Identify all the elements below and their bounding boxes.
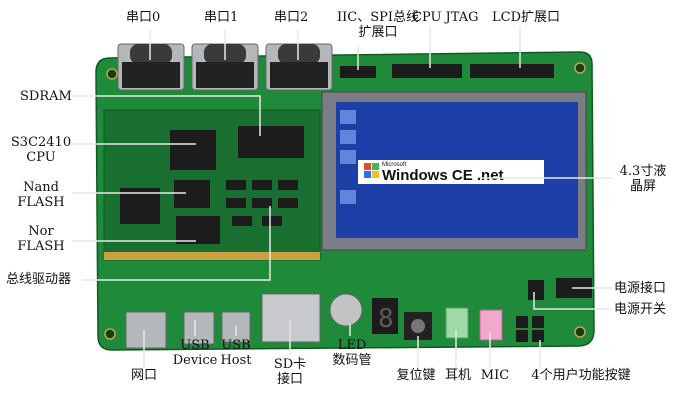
label-nor-flash: Nor FLASH — [17, 224, 65, 254]
rtc-battery — [329, 293, 363, 327]
label-led: LED 数码管 — [332, 338, 372, 368]
label-power-switch: 电源开关 — [614, 302, 667, 317]
label-network: 网口 — [130, 368, 157, 383]
bus-driver-chips — [226, 180, 298, 226]
led-digit: 8 — [378, 304, 394, 334]
label-lcd-screen: 4.3寸液 晶屏 — [619, 164, 667, 194]
nand-flash-chip — [174, 180, 210, 208]
leader-lines — [68, 26, 612, 368]
earphone-jack — [445, 307, 469, 339]
label-cpu-jtag: CPU JTAG — [412, 10, 479, 25]
label-reset: 复位键 — [396, 368, 436, 383]
jtag-header — [392, 64, 462, 78]
lcd-panel: Microsoft Windows CE .net — [321, 91, 587, 251]
label-mic: MIC — [480, 368, 510, 383]
label-earphone: 耳机 — [444, 368, 471, 383]
label-nand-flash: Nand FLASH — [17, 180, 65, 210]
serial-port-2 — [265, 43, 333, 91]
label-cpu: S3C2410 CPU — [10, 135, 72, 165]
label-bus-driver: 总线驱动器 — [6, 272, 72, 287]
label-lcd-port: LCD扩展口 — [492, 10, 561, 25]
mic-jack — [479, 309, 503, 341]
sd-slot — [261, 293, 321, 343]
usb-device-port — [183, 311, 215, 345]
label-iic-spi: IIC、SPI总线 扩展口 — [336, 10, 419, 40]
label-serial-1: 串口1 — [204, 10, 239, 25]
lcd-header — [470, 64, 554, 78]
screen-brand-small: Microsoft — [382, 162, 407, 168]
label-usb-device: USB Device — [172, 338, 218, 368]
label-sdram: SDRAM — [20, 89, 72, 104]
reset-cap — [411, 319, 425, 333]
label-user-keys: 4个用户功能按键 — [531, 368, 631, 383]
label-usb-host: USB Host — [220, 338, 252, 368]
label-power-port: 电源接口 — [614, 281, 667, 296]
screen-brand: Windows CE .net — [382, 167, 504, 184]
nor-flash-chip — [176, 216, 220, 244]
power-switch — [528, 280, 544, 300]
user-keys — [516, 316, 544, 342]
label-sd-card: SD卡 接口 — [273, 357, 307, 387]
led-seven-segment: 8 — [372, 298, 398, 334]
ethernet-port — [125, 311, 167, 349]
sdram-chip — [238, 126, 304, 158]
serial-port-0 — [117, 43, 185, 91]
cpu-chip — [170, 130, 216, 170]
windows-flag-icon — [364, 163, 379, 178]
iic-spi-header — [340, 66, 376, 78]
label-serial-2: 串口2 — [274, 10, 309, 25]
flash-chip-2 — [120, 188, 160, 224]
label-serial-0: 串口0 — [126, 10, 161, 25]
